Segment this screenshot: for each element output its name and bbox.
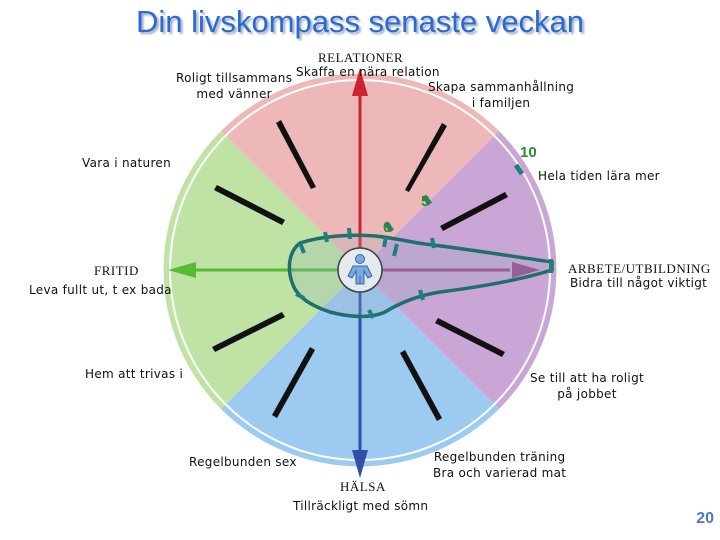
label-regelbunden-sex: Regelbunden sex — [189, 455, 297, 469]
scale-label-10: 10 — [520, 144, 537, 161]
spoke-sse — [400, 350, 442, 421]
page-number: 20 — [696, 510, 714, 527]
profile-ticks — [295, 227, 553, 319]
spoke-wnw — [214, 185, 285, 225]
category-fritid: FRITID — [94, 263, 139, 278]
label-skapa-familj: Skapa sammanhållning i familjen — [428, 80, 575, 110]
profile-outline — [287, 233, 554, 319]
arrow-down-head — [352, 450, 368, 478]
slide-title: Din livskompass senaste veckan — [136, 4, 584, 39]
label-hem: Hem att trivas i — [85, 367, 184, 381]
person-icon — [347, 254, 373, 285]
label-traning-mat: Regelbunden träning Bra och varierad mat — [433, 450, 567, 480]
spokes — [212, 120, 508, 421]
category-arbete: ARBETE/UTBILDNING — [568, 261, 711, 276]
spoke-ese — [435, 318, 505, 357]
scale-ticks — [384, 163, 525, 233]
category-relationer: RELATIONER — [318, 50, 404, 65]
scale-label-5: 5 — [421, 193, 430, 210]
label-roligt-jobbet: Se till att ha roligt på jobbet — [530, 371, 644, 401]
arrow-up-head — [352, 68, 368, 96]
label-vara-naturen: Vara i naturen — [82, 156, 172, 170]
label-bidra: Bidra till något viktigt — [570, 276, 708, 290]
spoke-nne — [405, 123, 447, 192]
label-leva-fullt-ut: Leva fullt ut, t ex bada — [29, 283, 172, 297]
spoke-ene — [440, 192, 508, 231]
category-halsa: HÄLSA — [340, 479, 386, 494]
arrow-right-head — [512, 262, 540, 278]
label-roligt-tillsammans: Roligt tillsammans med vänner — [176, 71, 293, 101]
label-somn: Tillräckligt med sömn — [293, 499, 429, 513]
spoke-ssw — [272, 347, 315, 418]
label-skaffa-relation: Skaffa en nära relation — [296, 65, 440, 79]
arrow-left-head — [168, 262, 196, 278]
spoke-nnw — [276, 120, 316, 189]
label-lara-mer: Hela tiden lära mer — [538, 169, 660, 183]
spoke-wsw — [212, 312, 285, 352]
scale-label-0: 0 — [383, 219, 392, 236]
